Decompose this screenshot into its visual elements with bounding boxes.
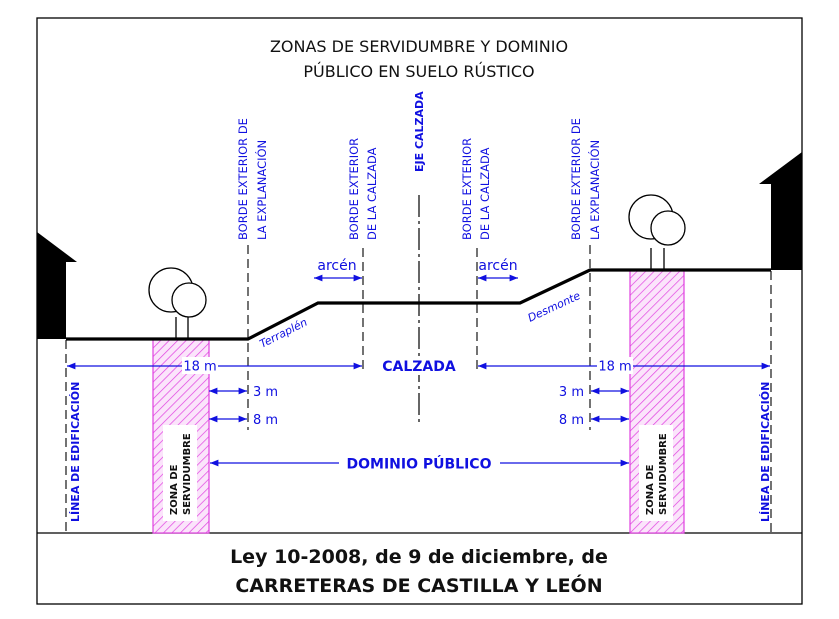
borde-calzada-left-line1: BORDE EXTERIOR: [347, 138, 361, 240]
tree-right-icon: [628, 194, 686, 270]
dim-8m-left-label: 8 m: [253, 413, 278, 428]
label-zona-servidumbre-left: ZONA DE SERVIDUMBRE: [169, 433, 193, 515]
dim-3m-left-label: 3 m: [253, 385, 278, 400]
arcen-label-right: arcén: [478, 258, 517, 274]
zona-servidumbre-left-line1: ZONA DE: [169, 464, 180, 515]
borde-explanacion-left-line2: LA EXPLANACIÓN: [254, 140, 269, 240]
borde-calzada-right-line2: DE LA CALZADA: [478, 147, 492, 240]
label-borde-calzada-left: BORDE EXTERIOR DE LA CALZADA: [347, 138, 379, 240]
label-zona-servidumbre-right: ZONA DE SERVIDUMBRE: [645, 433, 669, 515]
zona-servidumbre-right-line2: SERVIDUMBRE: [658, 433, 669, 515]
zone-label-bg-right: [639, 425, 673, 521]
borde-calzada-right-line1: BORDE EXTERIOR: [460, 138, 474, 240]
borde-explanacion-right-line2: LA EXPLANACIÓN: [587, 140, 602, 240]
label-linea-edificacion-left: LÍNEA DE EDIFICACIÓN: [69, 382, 82, 522]
reference-lines: [65, 245, 772, 533]
borde-explanacion-right-line1: BORDE EXTERIOR DE: [569, 118, 583, 240]
dim-text-bg-18-right: [597, 357, 633, 374]
caption-line2: CARRETERAS DE CASTILLA Y LEÓN: [235, 573, 602, 597]
dim-edificacion-right-label: 18 m: [598, 360, 631, 375]
label-borde-explanacion-left: BORDE EXTERIOR DE LA EXPLANACIÓN: [236, 118, 269, 240]
zona-servidumbre-left-line2: SERVIDUMBRE: [182, 433, 193, 515]
building-right-icon: [759, 152, 802, 270]
dim-text-bg-dominio: [339, 453, 500, 473]
dim-calzada-label: CALZADA: [382, 359, 456, 375]
zone-label-bg-left: [163, 425, 197, 521]
dim-text-bg-calzada: [372, 356, 466, 375]
dim-edificacion-left-label: 18 m: [183, 360, 216, 375]
label-borde-explanacion-right: BORDE EXTERIOR DE LA EXPLANACIÓN: [569, 118, 602, 240]
dim-8m-right-label: 8 m: [559, 413, 584, 428]
dim-text-bg-18-left: [182, 357, 218, 374]
caption-line1: Ley 10-2008, de 9 de diciembre, de: [230, 546, 608, 568]
diagram-title-line1: ZONAS DE SERVIDUMBRE Y DOMINIO: [270, 37, 568, 56]
tree-left-icon: [148, 267, 207, 339]
zona-servidumbre-right-line1: ZONA DE: [645, 464, 656, 515]
label-eje-calzada: EJE CALZADA: [413, 91, 426, 172]
dim-3m-right-label: 3 m: [559, 385, 584, 400]
diagram-title-line2: PÚBLICO EN SUELO RÚSTICO: [303, 62, 534, 81]
borde-calzada-left-line2: DE LA CALZADA: [365, 147, 379, 240]
dim-dominio-publico-label: DOMINIO PÚBLICO: [347, 455, 492, 473]
label-borde-calzada-right: BORDE EXTERIOR DE LA CALZADA: [460, 138, 492, 240]
label-linea-edificacion-right: LÍNEA DE EDIFICACIÓN: [759, 382, 772, 522]
building-left-icon: [37, 232, 77, 339]
borde-explanacion-left-line1: BORDE EXTERIOR DE: [236, 118, 250, 240]
arcen-label-left: arcén: [317, 258, 356, 274]
